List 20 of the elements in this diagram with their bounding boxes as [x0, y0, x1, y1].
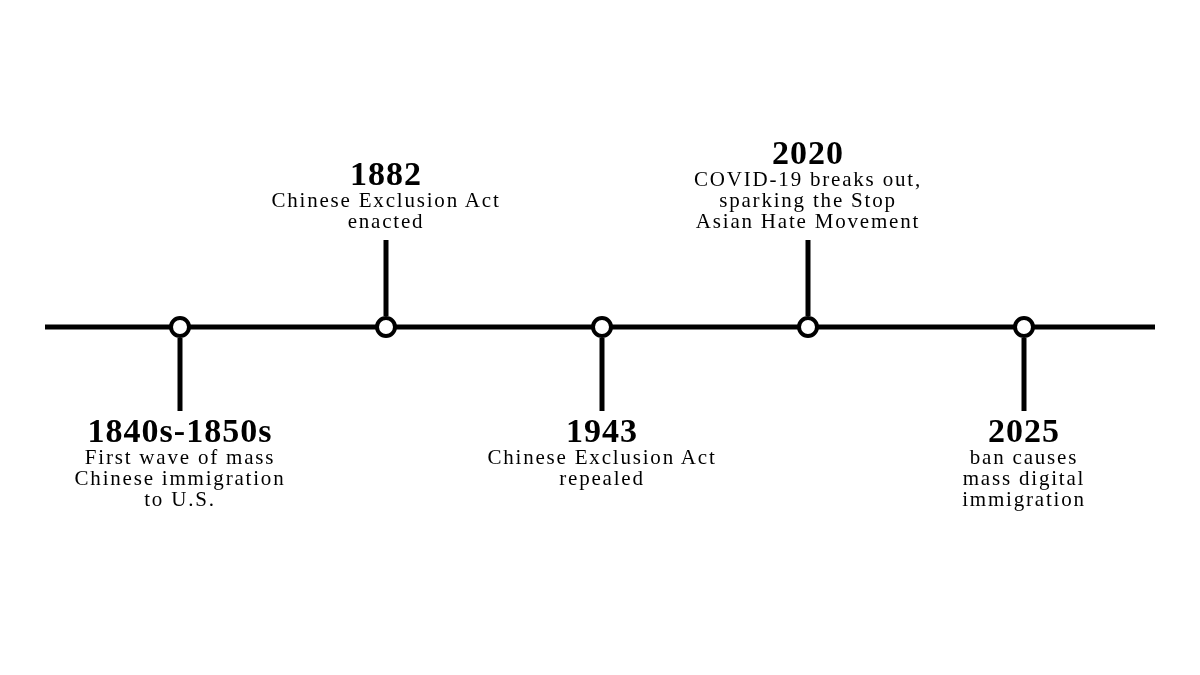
leader-line [1021, 338, 1027, 411]
timeline-marker [375, 316, 397, 338]
year-label: 1943 [566, 415, 638, 447]
event-description: Chinese Exclusion Act enacted [270, 190, 502, 232]
leader-line [177, 338, 183, 411]
year-label: 1882 [350, 158, 422, 190]
event-description: Chinese Exclusion Act repealed [486, 447, 718, 489]
leader-line [805, 240, 811, 316]
timeline-marker [169, 316, 191, 338]
event-description: First wave of mass Chinese immigration to U.S. [73, 447, 287, 510]
event-description: ban causes mass digital immigration [961, 447, 1087, 510]
year-label: 2025 [988, 415, 1060, 447]
timeline-marker [797, 316, 819, 338]
leader-line [383, 240, 389, 316]
timeline-marker [591, 316, 613, 338]
year-label: 1840s-1850s [87, 415, 273, 447]
leader-line [599, 338, 605, 411]
timeline-marker [1013, 316, 1035, 338]
event-description: COVID-19 breaks out, sparking the Stop Asian Hate Movement [693, 169, 923, 232]
year-label: 2020 [772, 137, 844, 169]
